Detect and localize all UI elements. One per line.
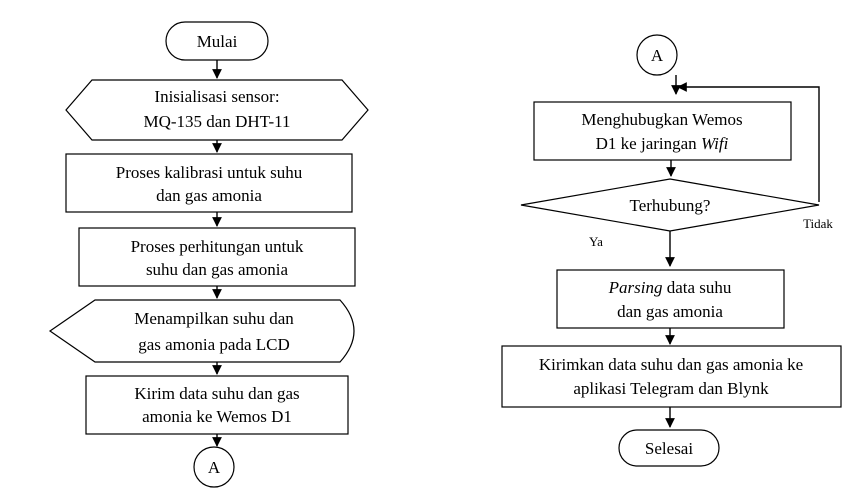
parse-label-rest: data suhu [662, 278, 731, 297]
connector-a-left-label: A [208, 458, 221, 477]
decision-label: Terhubung? [630, 196, 711, 215]
init-label-line2: MQ-135 dan DHT-11 [143, 112, 290, 131]
start-label: Mulai [197, 32, 238, 51]
calc-label-line2: suhu dan gas amonia [146, 260, 289, 279]
display-label-line1: Menampilkan suhu dan [134, 309, 294, 328]
parse-data-step: Parsing data suhu dan gas amonia [556, 269, 785, 329]
calib-label-line1: Proses kalibrasi untuk suhu [116, 163, 303, 182]
connect-wifi-step: Menghubugkan Wemos D1 ke jaringan Wifi [533, 101, 792, 161]
send-label-line1: Kirim data suhu dan gas [134, 384, 299, 403]
init-label-line1: Inisialisasi sensor: [154, 87, 279, 106]
parse-label-line1: Parsing data suhu [608, 278, 732, 297]
connect-label-line2-wifi: Wifi [701, 134, 729, 153]
display-label-line2: gas amonia pada LCD [138, 335, 290, 354]
calib-label-line2: dan gas amonia [156, 186, 262, 205]
send-to-wemos-step: Kirim data suhu dan gas amonia ke Wemos … [85, 375, 349, 435]
parse-label-line2: dan gas amonia [617, 302, 723, 321]
send-telegram-blynk-step: Kirimkan data suhu dan gas amonia ke apl… [501, 345, 842, 408]
calibration-step: Proses kalibrasi untuk suhu dan gas amon… [65, 153, 353, 213]
connector-a-right: A [636, 34, 678, 76]
decision-yes-label: Ya [589, 234, 603, 249]
connect-label-line2-main: D1 ke jaringan [596, 134, 701, 153]
left-flow: Mulai Inisialisasi sensor: MQ-135 dan DH… [48, 21, 369, 488]
loop-back-arrow [677, 82, 820, 202]
send-label-line2: amonia ke Wemos D1 [142, 407, 292, 426]
parse-label-parsing: Parsing [608, 278, 663, 297]
calculation-step: Proses perhitungan untuk suhu dan gas am… [78, 227, 356, 287]
end-terminator: Selesai [618, 429, 720, 467]
end-label: Selesai [645, 439, 693, 458]
connect-label-line1: Menghubugkan Wemos [581, 110, 742, 129]
connect-label-line2: D1 ke jaringan Wifi [596, 134, 729, 153]
decision-no-label: Tidak [803, 216, 833, 231]
calc-label-line1: Proses perhitungan untuk [131, 237, 304, 256]
init-sensor-step: Inisialisasi sensor: MQ-135 dan DHT-11 [65, 79, 369, 141]
send-right-label-line2: aplikasi Telegram dan Blynk [573, 379, 769, 398]
start-terminator: Mulai [165, 21, 269, 61]
connector-a-right-label: A [651, 46, 664, 65]
connected-decision: Terhubung? [520, 178, 820, 232]
connector-a-left: A [193, 446, 235, 488]
display-step: Menampilkan suhu dan gas amonia pada LCD [48, 299, 355, 363]
send-right-label-line1: Kirimkan data suhu dan gas amonia ke [539, 355, 803, 374]
right-flow: A Menghubugkan Wemos D1 ke jaringan Wifi… [501, 34, 842, 467]
